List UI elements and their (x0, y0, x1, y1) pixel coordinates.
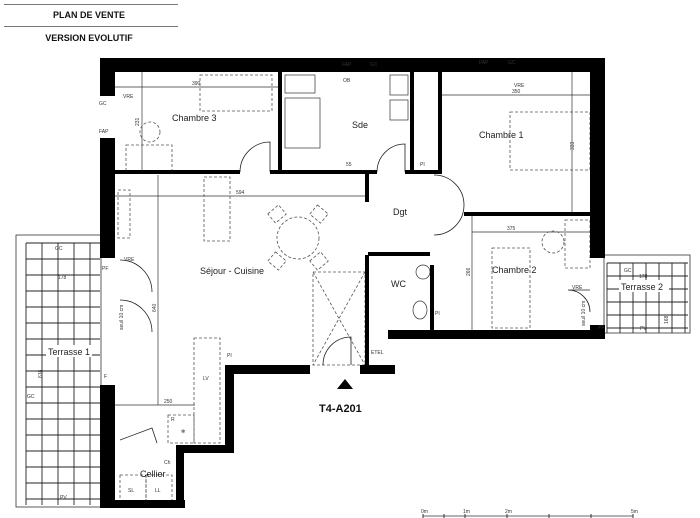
apartment-reference: T4-A201 (319, 403, 362, 415)
label-etel: ETEL (371, 350, 384, 356)
room-label-sde: Sde (352, 120, 368, 130)
door-swings (119, 141, 591, 444)
dim-terrasse2-height: 168 (664, 315, 670, 324)
label-pv: PV (640, 326, 647, 332)
label-gc: GC (370, 62, 378, 68)
terrasse-1 (15, 234, 102, 508)
label-gc: GC (508, 60, 516, 66)
label-lv: LV (203, 376, 209, 382)
scale-label: 1m (463, 509, 470, 515)
label-ll: LL (155, 488, 161, 494)
walls (100, 58, 605, 508)
room-label-cellier: Cellier (140, 469, 166, 479)
header-rule-top (4, 4, 178, 5)
freezer-icon: ✻ (181, 429, 185, 435)
room-label-wc: WC (391, 279, 406, 289)
terrasse-2 (603, 254, 691, 334)
scale-bar: 0m 1m 2m 5m (421, 509, 638, 518)
scale-label: 2m (505, 509, 512, 515)
dim-ch2-height: 266 (466, 267, 472, 276)
plan-title: PLAN DE VENTE (52, 10, 125, 20)
label-gc: GC (624, 268, 632, 274)
room-label-sejour-cuisine: Séjour - Cuisine (200, 266, 264, 276)
scale-label: 0m (421, 509, 428, 515)
dim-sde: 55 (346, 162, 352, 168)
dim-terrasse1-width: 178 (58, 275, 67, 281)
dim-ch1-width: 350 (512, 89, 521, 95)
label-pv: PV (60, 495, 67, 501)
dim-ch1-height: 333 (570, 141, 576, 150)
dim-terrasse1-height: 616 (38, 369, 44, 378)
label-ch: Ch (164, 460, 171, 466)
dim-ch3-width: 390 (192, 81, 201, 87)
dim-ch2-width: 375 (507, 226, 516, 232)
label-pf: PF (598, 325, 604, 331)
label-fap: FAP (99, 129, 109, 135)
dim-sejour-width: 594 (236, 190, 245, 196)
dim-sejour-height: 640 (152, 303, 158, 312)
header-rule-bottom (4, 26, 178, 27)
label-fap: FAP (479, 60, 489, 66)
label-seuil: seuil 10 cm (581, 301, 587, 326)
label-gc: GC (55, 246, 63, 252)
dim-ch3-height: 231 (135, 117, 141, 126)
label-fap: FAP (342, 62, 352, 68)
label-pf: PF (102, 266, 108, 272)
label-f: F (104, 374, 107, 380)
room-label-terrasse-1: Terrasse 1 (48, 347, 90, 357)
label-vre: VRE (123, 94, 134, 100)
room-label-chambre-3: Chambre 3 (172, 113, 217, 123)
label-gc: GC (99, 101, 107, 107)
label-pi: PI (227, 353, 232, 359)
label-sl: SL (128, 488, 134, 494)
label-gc: GC (27, 394, 35, 400)
entry-arrow-icon (337, 379, 353, 389)
room-label-dgt: Dgt (393, 207, 408, 217)
label-r: R (171, 417, 175, 423)
room-label-terrasse-2: Terrasse 2 (621, 282, 663, 292)
scale-label: 5m (631, 509, 638, 515)
label-ob: OB (343, 78, 351, 84)
label-seuil: seuil 10 cm (119, 305, 125, 330)
label-vre: VRE (572, 285, 583, 291)
interior-lines (115, 72, 590, 406)
room-label-chambre-2: Chambre 2 (492, 265, 537, 275)
label-vre: VRE (124, 257, 135, 263)
room-label-chambre-1: Chambre 1 (479, 130, 524, 140)
label-vre: VRE (514, 83, 525, 89)
label-pi: PI (420, 162, 425, 168)
label-pi: PI (435, 311, 440, 317)
dim-terrasse2-width: 178 (639, 274, 648, 280)
dim-kitchen-width: 250 (164, 399, 173, 405)
furniture (117, 74, 591, 504)
plan-subtitle: VERSION EVOLUTIF (45, 33, 133, 43)
